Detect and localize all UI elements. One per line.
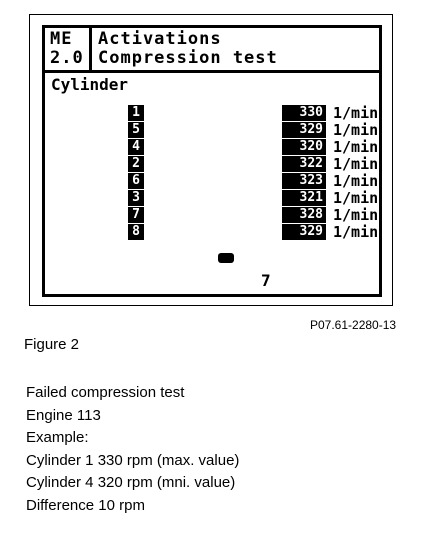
rpm-unit: 1/min [333, 223, 379, 241]
rpm-value: 330 [282, 105, 326, 121]
rpm-value: 329 [282, 122, 326, 138]
rpm-unit: 1/min [333, 104, 379, 122]
cylinder-number: 8 [128, 224, 144, 240]
cylinder-number: 6 [128, 173, 144, 189]
rpm-unit: 1/min [333, 155, 379, 173]
cylinder-number: 7 [128, 207, 144, 223]
cylinder-label: Cylinder [51, 75, 129, 94]
header-system-box [45, 28, 92, 70]
rpm-value: 321 [282, 190, 326, 206]
cylinder-number: 1 [128, 105, 144, 121]
figure-reference: P07.61-2280-13 [310, 318, 397, 332]
selection-marker-icon [218, 253, 234, 263]
note-line: Example: [26, 429, 89, 446]
header-system: ME [50, 29, 73, 49]
cylinder-number: 4 [128, 139, 144, 155]
screen-header: ME 2.0 Activations Compression test [45, 28, 379, 73]
rpm-unit: 1/min [333, 138, 379, 156]
cylinder-number: 2 [128, 156, 144, 172]
rpm-unit: 1/min [333, 172, 379, 190]
note-line: Engine 113 [26, 406, 101, 424]
rpm-value: 328 [282, 207, 326, 223]
notes-list: Failed compression test Engine 113 Examp… [26, 382, 239, 517]
rpm-unit: 1/min [333, 121, 379, 139]
rpm-unit: 1/min [333, 206, 379, 224]
page-indicator: 7 [261, 271, 271, 290]
diagnostic-screen: ME 2.0 Activations Compression test Cyli… [29, 14, 393, 306]
figure-caption: Figure 2 [24, 336, 80, 353]
header-menu: Activations [98, 29, 222, 49]
rpm-value: 323 [282, 173, 326, 189]
display-panel: ME 2.0 Activations Compression test Cyli… [42, 25, 382, 297]
rpm-value: 322 [282, 156, 326, 172]
note-line: Cylinder 4 320 rpm (mni. value) [26, 474, 236, 491]
cylinder-number: 5 [128, 122, 144, 138]
header-version: 2.0 [50, 48, 84, 68]
note-line: Difference 10 rpm [26, 496, 145, 514]
cylinder-number: 3 [128, 190, 144, 206]
note-line: Failed compression test [26, 384, 185, 401]
header-function: Compression test [98, 48, 278, 68]
rpm-unit: 1/min [333, 189, 379, 207]
rpm-value: 320 [282, 139, 326, 155]
rpm-value: 329 [282, 224, 326, 240]
note-line: Cylinder 1 330 rpm (max. value) [26, 451, 240, 469]
